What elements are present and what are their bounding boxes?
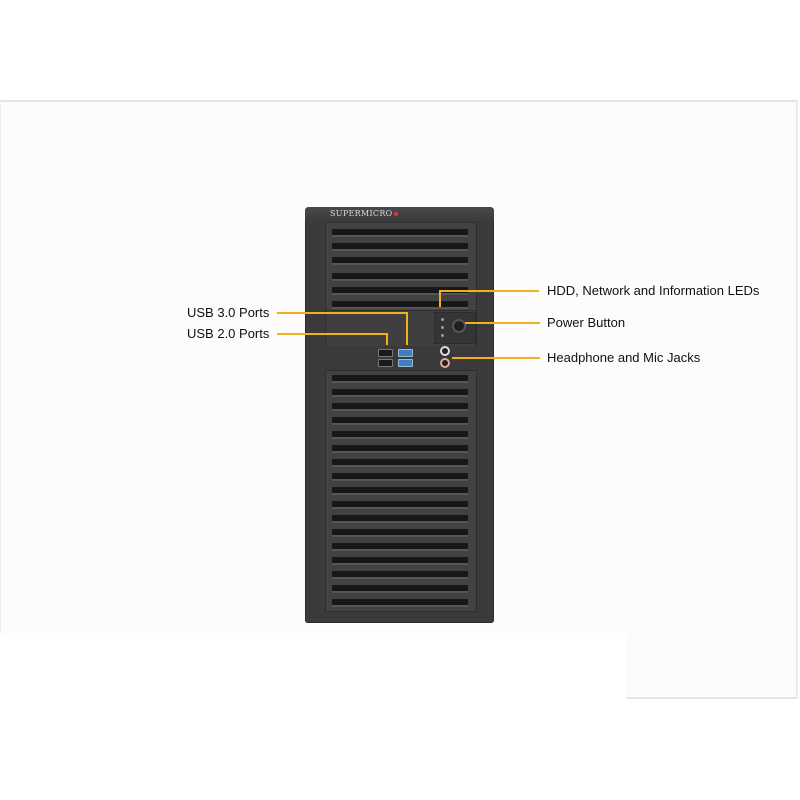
hdd-led-icon xyxy=(441,318,444,321)
vent-slot xyxy=(332,599,468,605)
power-button[interactable] xyxy=(452,319,466,333)
usb2-label: USB 2.0 Ports xyxy=(187,326,270,341)
vent-slot xyxy=(332,417,468,423)
vent-slot xyxy=(332,257,468,263)
server-tower: SUPERMICRO xyxy=(305,207,494,623)
vent-slot xyxy=(332,301,468,307)
front-io-panel xyxy=(325,346,475,370)
top-bezel: SUPERMICRO xyxy=(305,207,494,221)
usb2-port[interactable] xyxy=(378,359,393,367)
vent-slot xyxy=(332,403,468,409)
logo-dot-icon xyxy=(393,212,398,216)
info-led-icon xyxy=(441,334,444,337)
leds-callout-line xyxy=(439,290,441,307)
usb2-port[interactable] xyxy=(378,349,393,357)
mic-jack[interactable] xyxy=(440,358,450,368)
vent-slot xyxy=(332,557,468,563)
front-vent-grille xyxy=(325,370,477,612)
usb3-callout-line xyxy=(277,312,408,314)
jacks-callout-line xyxy=(452,357,540,359)
usb3-port[interactable] xyxy=(398,349,413,357)
vent-slot xyxy=(332,501,468,507)
leds-callout-line xyxy=(439,290,539,292)
network-led-icon xyxy=(441,326,444,329)
control-panel xyxy=(325,310,477,348)
vent-slot xyxy=(332,473,468,479)
vent-slot xyxy=(332,487,468,493)
led-power-box xyxy=(434,312,476,344)
usb3-callout-line xyxy=(406,312,408,345)
vent-slot xyxy=(332,459,468,465)
usb2-callout-line xyxy=(386,333,388,345)
headphone-jack[interactable] xyxy=(440,346,450,356)
vent-slot xyxy=(332,515,468,521)
vent-slot xyxy=(332,243,468,249)
vent-slot xyxy=(332,273,468,279)
vent-slot xyxy=(332,389,468,395)
usb3-label: USB 3.0 Ports xyxy=(187,305,270,320)
drive-bay-cover xyxy=(325,222,477,312)
usb3-port[interactable] xyxy=(398,359,413,367)
leds-label: HDD, Network and Information LEDs xyxy=(547,283,760,298)
vent-slot xyxy=(332,529,468,535)
usb2-callout-line xyxy=(277,333,388,335)
image-frame-extension xyxy=(626,633,798,699)
power-callout-line xyxy=(465,322,540,324)
vent-slot xyxy=(332,543,468,549)
vent-slot xyxy=(332,375,468,381)
frame-edge xyxy=(796,100,798,699)
brand-logo: SUPERMICRO xyxy=(330,209,398,218)
vent-slot xyxy=(332,445,468,451)
vent-slot xyxy=(332,585,468,591)
vent-slot xyxy=(332,571,468,577)
vent-slot xyxy=(332,287,468,293)
power-label: Power Button xyxy=(547,315,626,330)
jacks-label: Headphone and Mic Jacks xyxy=(547,350,701,365)
vent-slot xyxy=(332,229,468,235)
vent-slot xyxy=(332,431,468,437)
